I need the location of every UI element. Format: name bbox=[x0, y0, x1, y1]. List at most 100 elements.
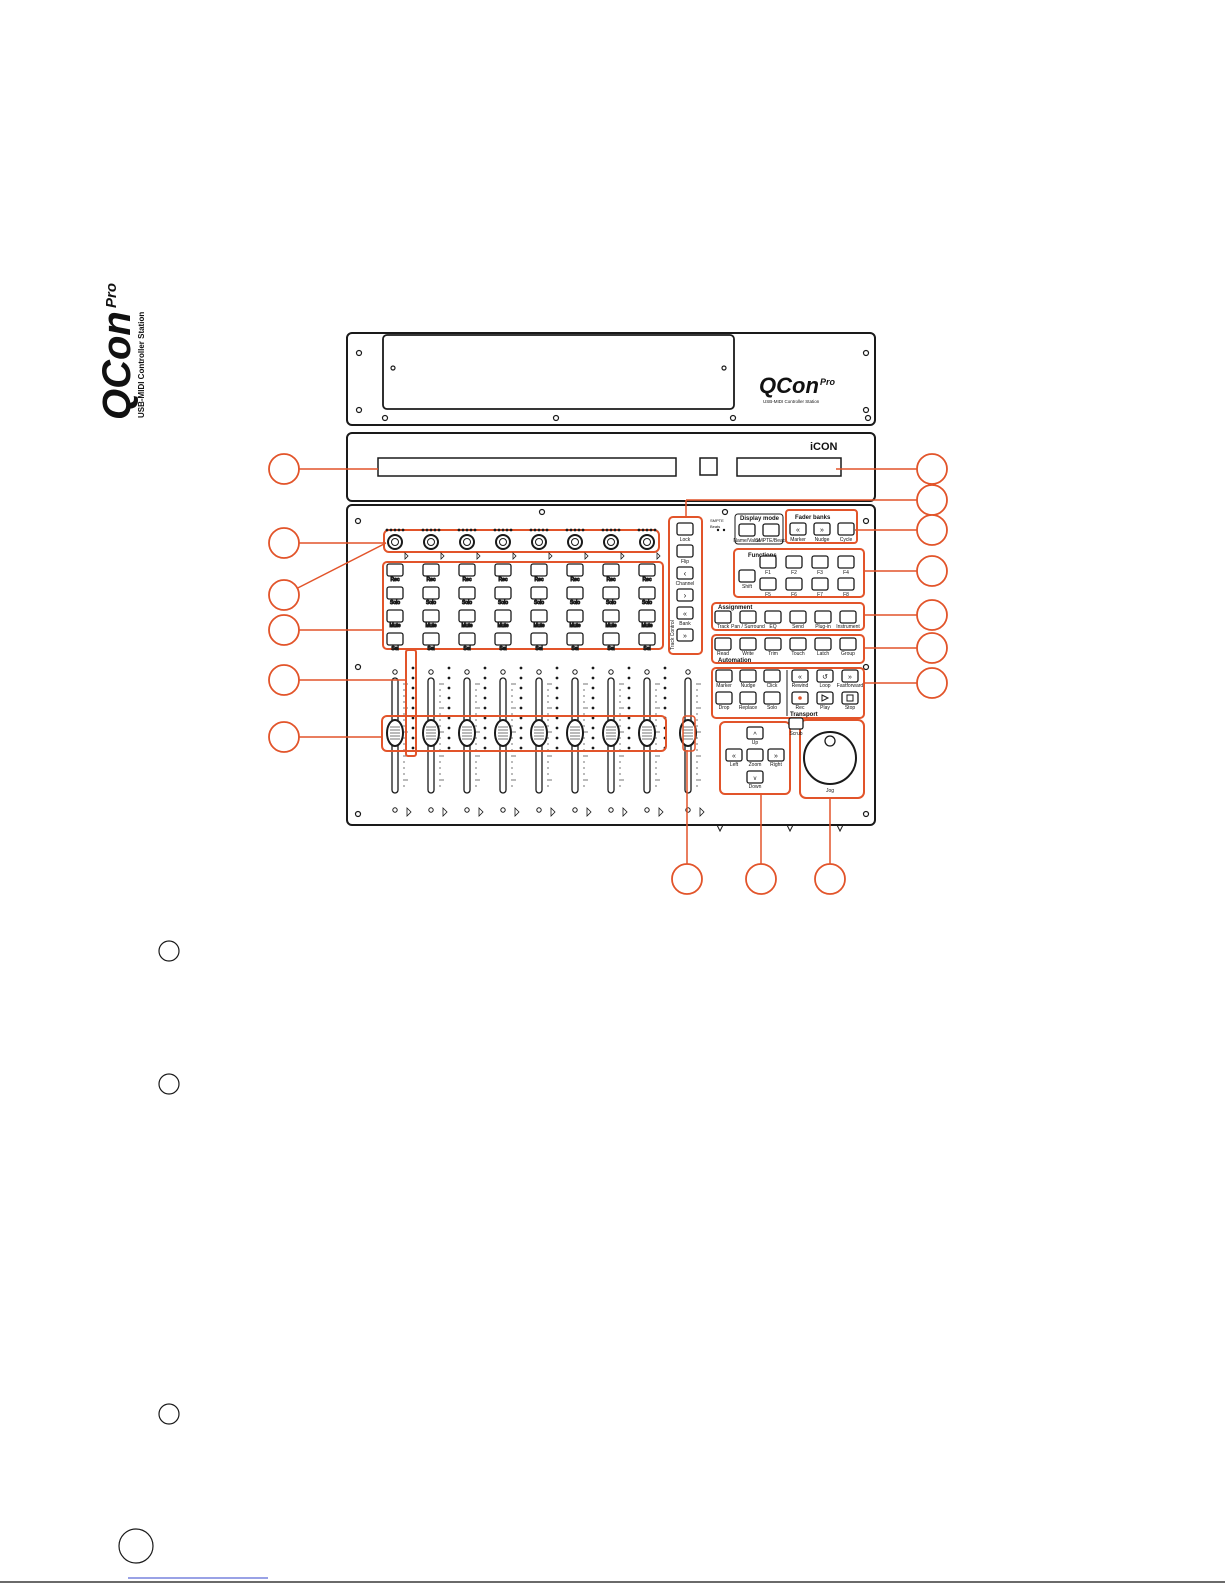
right-button[interactable] bbox=[767, 748, 785, 762]
encoder-knob-5[interactable] bbox=[531, 534, 547, 550]
select-button-3[interactable] bbox=[458, 632, 476, 646]
encoder-knob-6[interactable] bbox=[567, 534, 583, 550]
assignment-button-2[interactable] bbox=[739, 610, 757, 624]
fader-led bbox=[392, 669, 398, 675]
select-button-8[interactable] bbox=[638, 632, 656, 646]
channel-left-button[interactable] bbox=[676, 566, 694, 580]
transport-button-1[interactable] bbox=[791, 669, 809, 683]
transport-button-5[interactable] bbox=[816, 691, 834, 705]
solo-button-6[interactable] bbox=[566, 586, 584, 600]
function-f6-button[interactable] bbox=[785, 577, 803, 591]
down-button[interactable] bbox=[746, 770, 764, 784]
functions-callout-box bbox=[733, 548, 865, 598]
solo-button-3[interactable] bbox=[458, 586, 476, 600]
transport-button-2[interactable] bbox=[816, 669, 834, 683]
encoder-knob-4[interactable] bbox=[495, 534, 511, 550]
record-icon bbox=[798, 696, 802, 700]
select-button-1[interactable] bbox=[386, 632, 404, 646]
lock-button[interactable] bbox=[676, 522, 694, 536]
marker-bank-button[interactable] bbox=[789, 522, 807, 536]
bank-left-button[interactable] bbox=[676, 606, 694, 620]
select-button-6[interactable] bbox=[566, 632, 584, 646]
rec-button-7[interactable] bbox=[602, 563, 620, 577]
transport-left-button-4[interactable] bbox=[715, 691, 733, 705]
cycle-bank-button[interactable] bbox=[837, 522, 855, 536]
encoder-knob-1[interactable] bbox=[387, 534, 403, 550]
function-label: F5 bbox=[765, 592, 771, 598]
function-f8-button[interactable] bbox=[837, 577, 855, 591]
mute-button-1[interactable] bbox=[386, 609, 404, 623]
nudge-bank-button[interactable] bbox=[813, 522, 831, 536]
assignment-button-6[interactable] bbox=[839, 610, 857, 624]
transport-left-button-5[interactable] bbox=[739, 691, 757, 705]
mute-button-7[interactable] bbox=[602, 609, 620, 623]
mute-button-6[interactable] bbox=[566, 609, 584, 623]
encoder-knob-8[interactable] bbox=[639, 534, 655, 550]
function-f4-button[interactable] bbox=[837, 555, 855, 569]
channel-right-button[interactable] bbox=[676, 588, 694, 602]
mute-button-3[interactable] bbox=[458, 609, 476, 623]
solo-button-label: Solo bbox=[426, 600, 436, 606]
automation-button-5[interactable] bbox=[814, 637, 832, 651]
mute-button-5[interactable] bbox=[530, 609, 548, 623]
select-button-2[interactable] bbox=[422, 632, 440, 646]
solo-button-7[interactable] bbox=[602, 586, 620, 600]
transport-button-3[interactable] bbox=[841, 669, 859, 683]
solo-button-5[interactable] bbox=[530, 586, 548, 600]
function-f2-button[interactable] bbox=[785, 555, 803, 569]
solo-button-8[interactable] bbox=[638, 586, 656, 600]
scrub-button[interactable] bbox=[788, 717, 804, 730]
left-button[interactable] bbox=[725, 748, 743, 762]
zoom-button[interactable] bbox=[746, 748, 764, 762]
function-f5-button[interactable] bbox=[759, 577, 777, 591]
bank-right-button[interactable] bbox=[676, 628, 694, 642]
transport-left-button-1[interactable] bbox=[715, 669, 733, 683]
rec-button-6[interactable] bbox=[566, 563, 584, 577]
smpte-beats-button[interactable] bbox=[762, 523, 780, 537]
assignment-button-5[interactable] bbox=[814, 610, 832, 624]
mute-button-4[interactable] bbox=[494, 609, 512, 623]
up-button[interactable] bbox=[746, 726, 764, 740]
encoder-knob-7[interactable] bbox=[603, 534, 619, 550]
solo-button-2[interactable] bbox=[422, 586, 440, 600]
function-f3-button[interactable] bbox=[811, 555, 829, 569]
rec-button-5[interactable] bbox=[530, 563, 548, 577]
rec-button-2[interactable] bbox=[422, 563, 440, 577]
function-f7-button[interactable] bbox=[811, 577, 829, 591]
pointer-mark bbox=[548, 552, 553, 560]
rec-button-1[interactable] bbox=[386, 563, 404, 577]
function-f1-button[interactable] bbox=[759, 555, 777, 569]
mute-button-2[interactable] bbox=[422, 609, 440, 623]
transport-left-button-3[interactable] bbox=[763, 669, 781, 683]
rec-button-3[interactable] bbox=[458, 563, 476, 577]
transport-left-button-2[interactable] bbox=[739, 669, 757, 683]
transport-left-button-6[interactable] bbox=[763, 691, 781, 705]
assignment-button-1[interactable] bbox=[714, 610, 732, 624]
name-value-button[interactable] bbox=[738, 523, 756, 537]
transport-callout-box bbox=[711, 667, 865, 719]
assignment-button-4[interactable] bbox=[789, 610, 807, 624]
solo-button-4[interactable] bbox=[494, 586, 512, 600]
transport-button-6[interactable] bbox=[841, 691, 859, 705]
encoder-knob-3[interactable] bbox=[459, 534, 475, 550]
right-label: Right bbox=[770, 762, 782, 768]
automation-button-4[interactable] bbox=[789, 637, 807, 651]
flip-button[interactable] bbox=[676, 544, 694, 558]
rec-button-8[interactable] bbox=[638, 563, 656, 577]
rec-button-4[interactable] bbox=[494, 563, 512, 577]
select-button-5[interactable] bbox=[530, 632, 548, 646]
select-button-4[interactable] bbox=[494, 632, 512, 646]
automation-button-3[interactable] bbox=[764, 637, 782, 651]
select-button-7[interactable] bbox=[602, 632, 620, 646]
solo-button-1[interactable] bbox=[386, 586, 404, 600]
shift-button[interactable] bbox=[738, 569, 756, 583]
top-logo-tagline: USB-MIDI Controller Station bbox=[763, 399, 820, 404]
meter-led bbox=[519, 736, 523, 740]
mute-button-8[interactable] bbox=[638, 609, 656, 623]
automation-button-2[interactable] bbox=[739, 637, 757, 651]
automation-button-6[interactable] bbox=[839, 637, 857, 651]
assignment-button-3[interactable] bbox=[764, 610, 782, 624]
jog-wheel[interactable] bbox=[803, 731, 857, 785]
encoder-knob-2[interactable] bbox=[423, 534, 439, 550]
automation-button-1[interactable] bbox=[714, 637, 732, 651]
